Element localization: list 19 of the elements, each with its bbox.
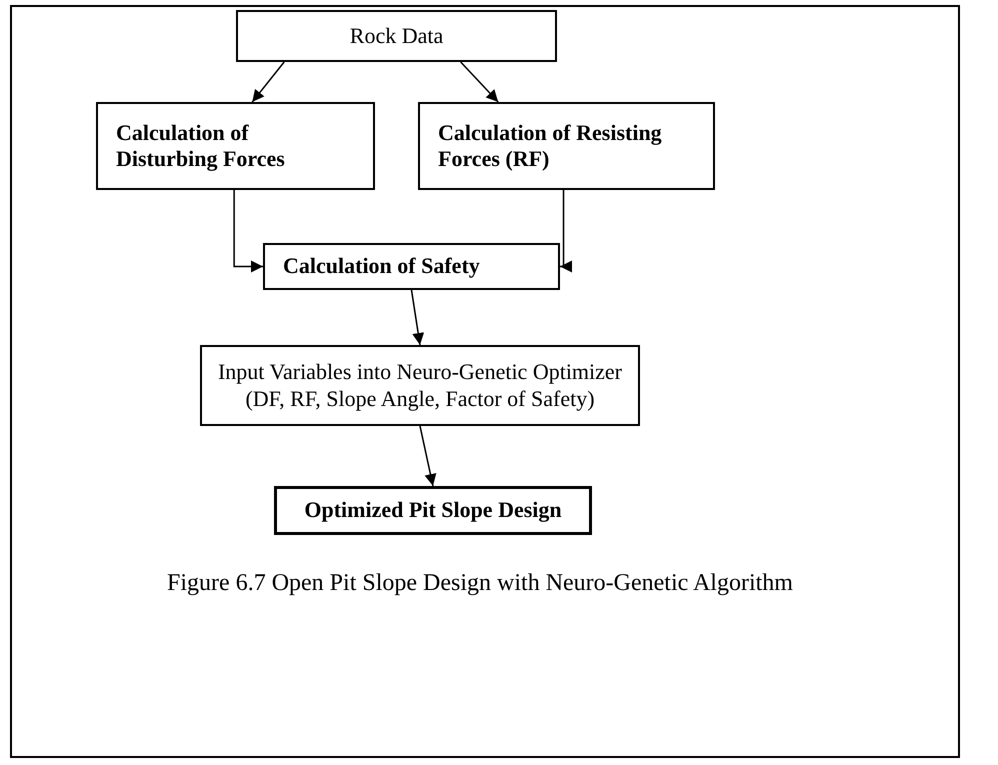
box-label: Rock Data bbox=[350, 22, 444, 50]
arrow bbox=[252, 62, 285, 102]
process-box bbox=[236, 10, 557, 62]
process-box bbox=[96, 102, 375, 190]
process-box bbox=[263, 243, 560, 290]
arrow bbox=[233, 190, 263, 272]
box-label: Calculation of Disturbing Forces bbox=[116, 120, 286, 172]
arrow bbox=[460, 61, 499, 103]
box-label: Calculation of Resisting Forces (RF) bbox=[438, 120, 663, 172]
arrow bbox=[560, 190, 572, 272]
box-label: Calculation of Safety bbox=[283, 253, 480, 280]
arrow bbox=[419, 426, 436, 486]
process-box bbox=[274, 486, 592, 535]
box-label: Input Variables into Neuro-Genetic Optimizer (DF, RF, Slope Angle, Factor of Safety) bbox=[216, 359, 624, 412]
figure-caption: Figure 6.7 Open Pit Slope Design with Neuro-Genetic Algorithm bbox=[166, 570, 794, 597]
process-box bbox=[200, 345, 640, 426]
arrow bbox=[410, 290, 424, 346]
box-label: Optimized Pit Slope Design bbox=[304, 497, 562, 524]
process-box bbox=[418, 102, 715, 190]
